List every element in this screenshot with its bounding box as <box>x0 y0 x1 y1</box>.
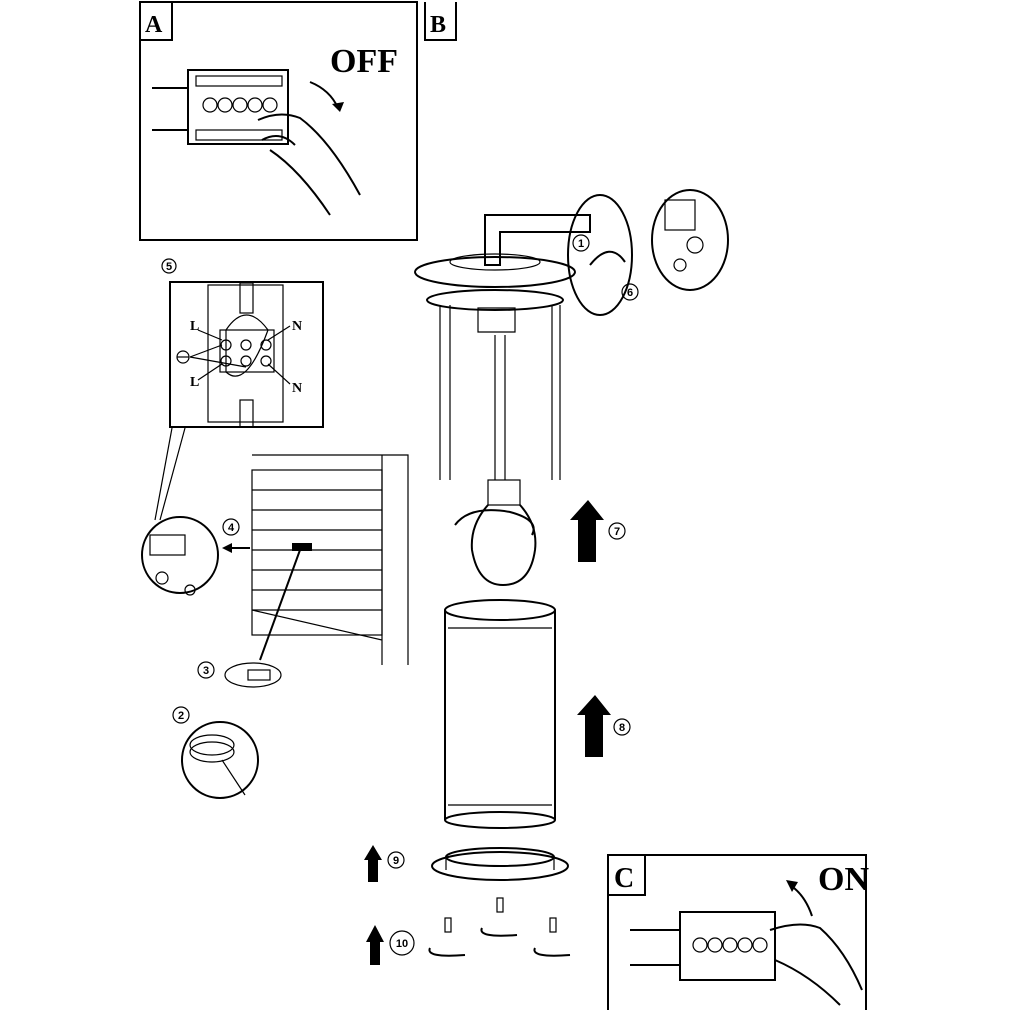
screws-icon <box>428 897 571 957</box>
svg-text:8: 8 <box>619 722 625 734</box>
arrow-up-icon <box>577 695 611 757</box>
live-label-bottom: L <box>190 375 199 390</box>
svg-text:10: 10 <box>396 938 408 950</box>
bottom-ring <box>431 847 569 881</box>
drill-plug-icon <box>181 721 259 799</box>
lamp-fixture <box>414 189 729 480</box>
svg-text:2: 2 <box>178 710 184 722</box>
svg-text:7: 7 <box>614 526 620 538</box>
breaker-box-icon <box>630 911 776 981</box>
on-label: ON <box>818 861 869 898</box>
svg-text:4: 4 <box>228 522 235 534</box>
hand-icon <box>769 923 863 1006</box>
panel-c: C ON <box>607 854 869 1010</box>
svg-text:3: 3 <box>203 665 209 677</box>
wiring-detail: 5 L N L N <box>154 258 324 521</box>
svg-text:6: 6 <box>627 287 633 299</box>
svg-text:1: 1 <box>578 238 584 250</box>
hand-icon <box>257 113 361 216</box>
wall-brick <box>224 454 409 688</box>
off-label: OFF <box>330 43 398 80</box>
arrow-up-icon <box>366 925 384 965</box>
live-label-top: L <box>190 319 199 334</box>
earth-icon <box>176 350 190 364</box>
panel-a: A OFF <box>139 1 418 241</box>
wall-box-icon <box>141 516 250 596</box>
svg-text:5: 5 <box>166 261 172 273</box>
bulb-icon <box>454 479 537 587</box>
panel-c-label: C <box>614 863 634 894</box>
glass-cylinder <box>444 599 556 829</box>
panel-a-label: A <box>145 12 163 38</box>
panel-b-label: B <box>430 12 446 38</box>
neutral-label-bottom: N <box>292 381 302 396</box>
breaker-box-icon <box>152 69 289 145</box>
panel-b: B <box>424 2 457 41</box>
arrow-up-icon <box>364 845 382 882</box>
arrow-up-icon <box>570 500 604 562</box>
svg-text:9: 9 <box>393 855 399 867</box>
neutral-label-top: N <box>292 319 302 334</box>
